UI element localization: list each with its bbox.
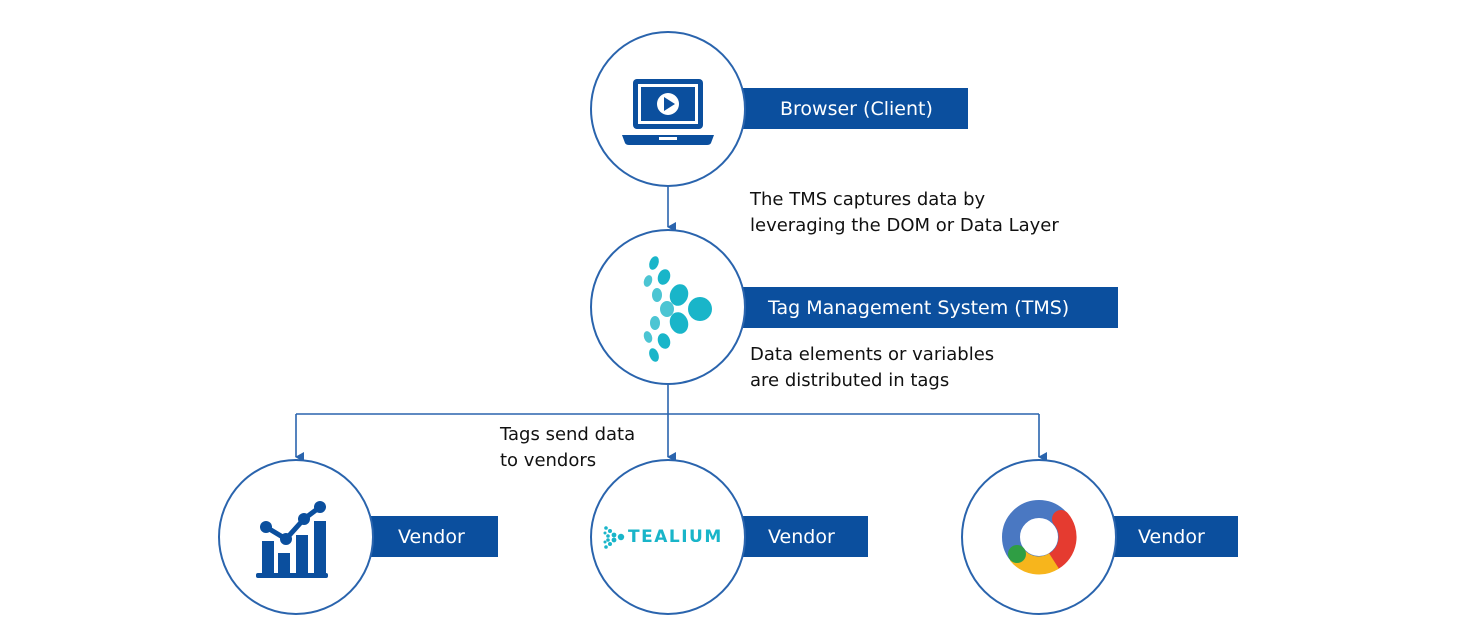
tms-node — [590, 229, 746, 385]
send-note-line1: Tags send data — [500, 424, 636, 445]
distribute-note-line1: Data elements or variables — [750, 344, 995, 365]
vendor3-label-text: Vendor — [1138, 525, 1205, 548]
vendor3-node — [961, 459, 1117, 615]
send-note-line2: to vendors — [500, 450, 597, 471]
send-note: Tags send data to vendors — [500, 422, 635, 474]
laptop-play-icon — [622, 79, 714, 145]
tms-label-text: Tag Management System (TMS) — [768, 296, 1070, 319]
capture-note-line2: leveraging the DOM or Data Layer — [750, 215, 1059, 236]
analytics-chart-icon — [256, 501, 328, 578]
tealium-logo-icon: TEALIUM — [602, 525, 723, 549]
vendor2-label-text: Vendor — [768, 525, 835, 548]
tms-label: Tag Management System (TMS) — [700, 287, 1118, 328]
tealium-wordmark: TEALIUM — [628, 527, 723, 547]
google-analytics-ring-icon — [1002, 500, 1077, 575]
distribute-note: Data elements or variables are distribut… — [750, 342, 994, 394]
browser-node — [590, 31, 746, 187]
vendor1-node — [218, 459, 374, 615]
vendor1-label-text: Vendor — [398, 525, 465, 548]
vendor2-node: TEALIUM — [590, 459, 746, 615]
capture-note-line1: The TMS captures data by — [750, 189, 986, 210]
tealium-mark-icon — [603, 526, 625, 549]
distribute-note-line2: are distributed in tags — [750, 370, 950, 391]
capture-note: The TMS captures data by leveraging the … — [750, 187, 1059, 239]
browser-label-text: Browser (Client) — [780, 97, 933, 120]
tealium-dots-icon — [643, 256, 712, 362]
